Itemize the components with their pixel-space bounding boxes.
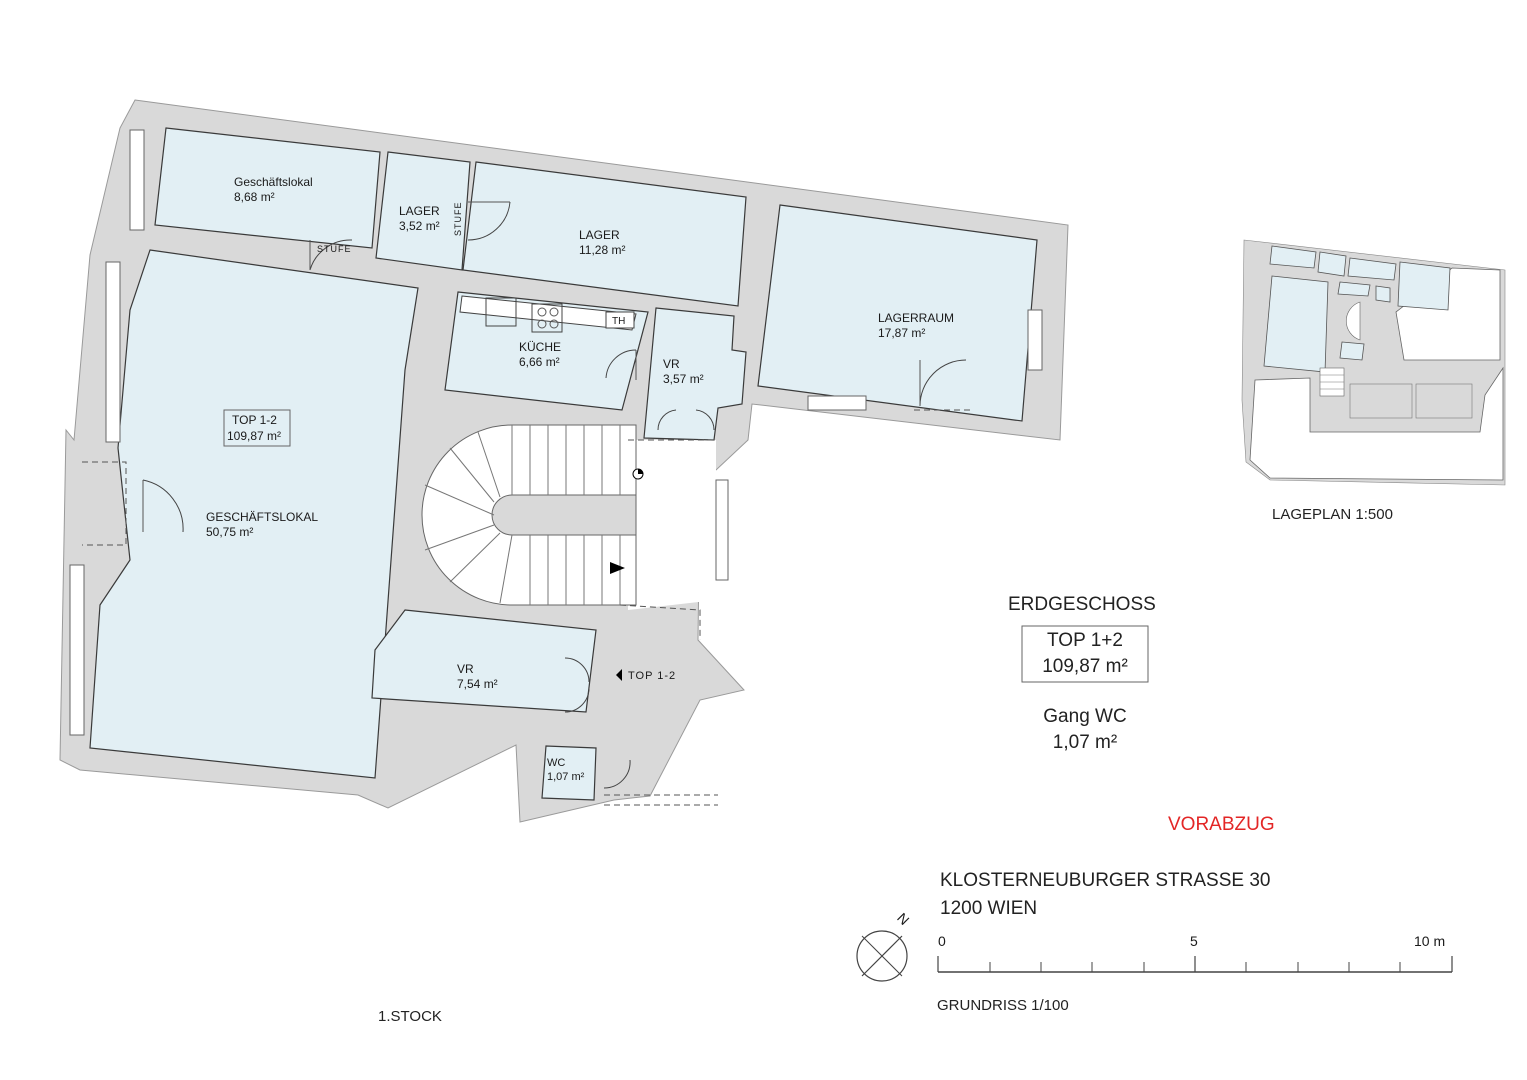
room-area: 6,66 m² (519, 355, 560, 369)
room-name: LAGERRAUM (878, 311, 954, 325)
unit-tag-box (223, 409, 291, 447)
room-area: 3,52 m² (399, 219, 440, 233)
plan-scale-label: GRUNDRISS 1/100 (937, 997, 1069, 1014)
room-name: GESCHÄFTSLOKAL (206, 510, 318, 524)
unit-box-area: 109,87 m² (1042, 656, 1128, 677)
north-arrow-icon: N (856, 910, 913, 982)
scale-tick-label: 0 (938, 933, 946, 949)
room-name: LAGER (399, 204, 440, 218)
room-area: 50,75 m² (206, 525, 253, 539)
site-plan-label: LAGEPLAN 1:500 (1272, 506, 1393, 523)
room-name: Geschäftslokal (234, 175, 313, 189)
unit-box-title: TOP 1+2 (1047, 630, 1123, 651)
unit-tag: TOP 1-2 (232, 413, 277, 427)
room-vr-upper (643, 307, 747, 441)
room-lagerraum (757, 204, 1038, 422)
room-geschaeftslokal-main (89, 249, 419, 779)
stufe-label: STUFE (453, 201, 463, 236)
room-area: 17,87 m² (878, 326, 925, 340)
entrance-tag: TOP 1-2 (628, 670, 676, 682)
floor-title: ERDGESCHOSS (1008, 594, 1156, 615)
entrance-arrow-icon (616, 669, 622, 681)
room-area: 3,57 m² (663, 372, 704, 386)
room-labels: Geschäftslokal 8,68 m² LAGER 3,52 m² LAG… (206, 175, 954, 783)
north-label: N (894, 910, 912, 928)
scale-bar: 0 5 10 m (937, 933, 1453, 973)
doors (69, 129, 1043, 806)
room-lager-large (462, 161, 747, 307)
room-area: 11,28 m² (579, 243, 625, 257)
upper-floor-label: 1.STOCK (378, 1008, 442, 1025)
scale-tick-label: 10 m (1414, 933, 1445, 949)
address-line1: KLOSTERNEUBURGER STRASSE 30 (940, 870, 1271, 891)
room-name: KÜCHE (519, 340, 561, 354)
gang-wc-title: Gang WC (1043, 706, 1127, 727)
room-area: 8,68 m² (234, 190, 275, 204)
unit-tag-area: 109,87 m² (227, 429, 281, 443)
room-name: VR (457, 662, 474, 676)
staircase (421, 424, 644, 606)
address-line2: 1200 WIEN (940, 898, 1038, 919)
scale-tick-label: 5 (1190, 933, 1198, 949)
unit-box-frame (1021, 625, 1149, 683)
gang-wc-area: 1,07 m² (1052, 732, 1118, 753)
room-wc (541, 745, 597, 801)
room-name: WC (547, 757, 565, 769)
room-vr-lower (371, 609, 597, 713)
kitchen-counter (459, 295, 637, 333)
room-area: 7,54 m² (457, 677, 498, 691)
stufe-label: STUFE (317, 244, 352, 254)
room-area: 1,07 m² (547, 771, 585, 783)
room-lager-small (375, 151, 471, 271)
draft-stamp: VORABZUG (1168, 814, 1275, 835)
th-label: TH (612, 316, 625, 327)
site-plan (1241, 239, 1506, 486)
room-name: LAGER (579, 228, 620, 242)
rooms (89, 127, 1038, 801)
room-name: VR (663, 357, 680, 371)
room-geschaeftslokal-small (154, 127, 381, 249)
